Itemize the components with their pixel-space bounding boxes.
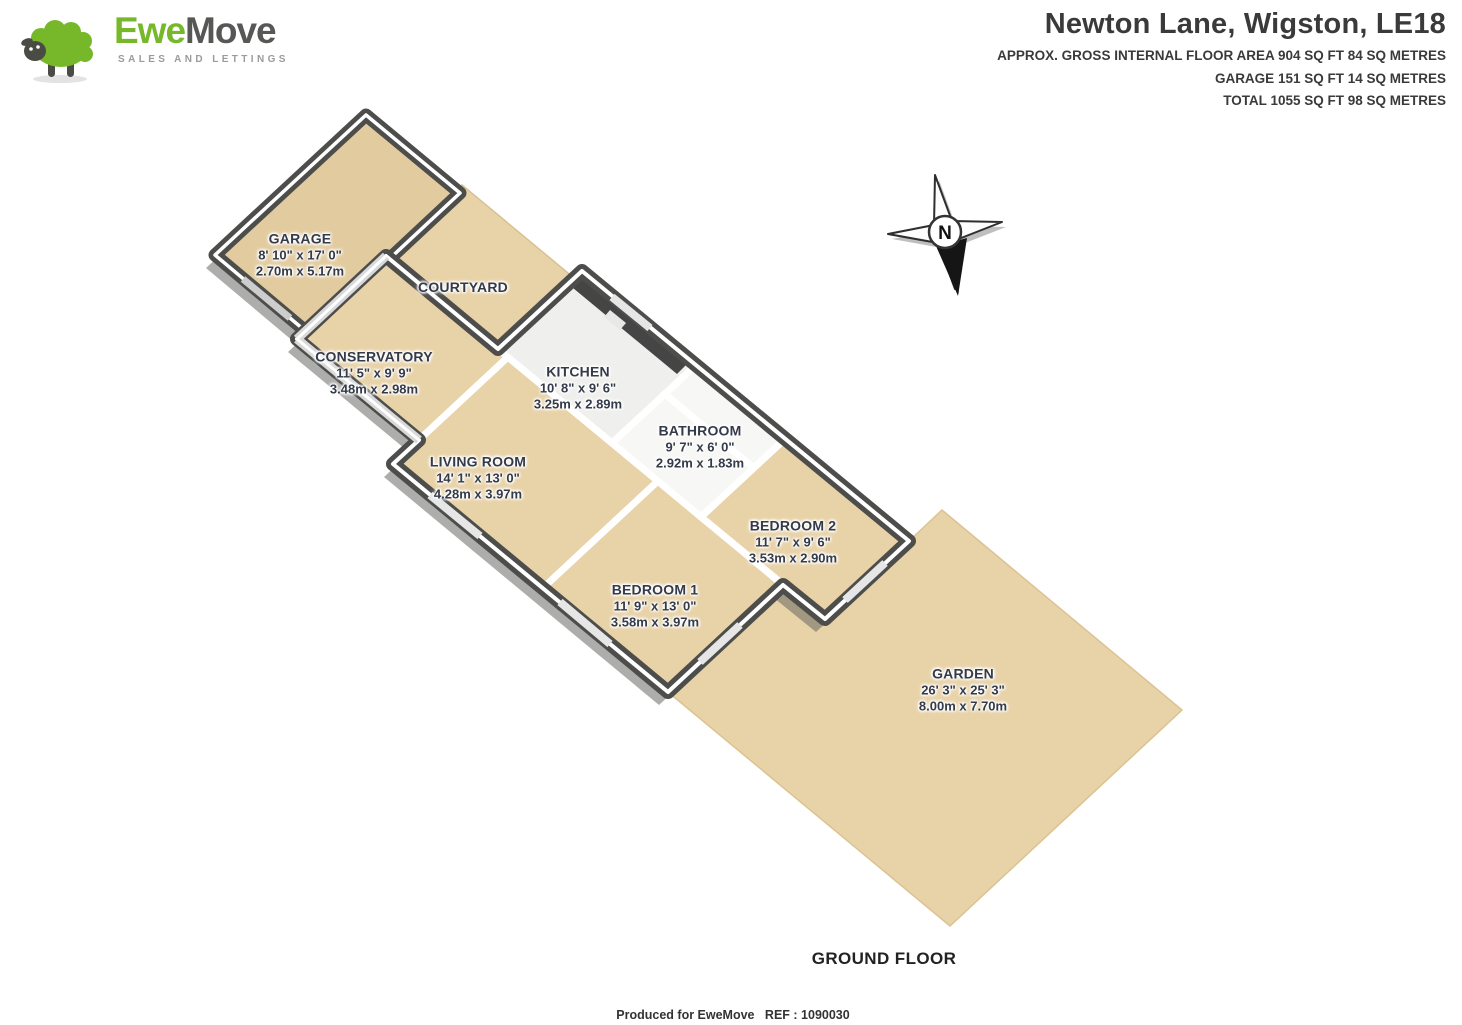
room-size-imperial: 14' 1" x 13' 0"	[436, 469, 520, 485]
window-icon	[609, 293, 653, 332]
room-name: BEDROOM 1	[611, 581, 699, 598]
room-size-imperial: 11' 9" x 13' 0"	[613, 597, 697, 613]
window-icon	[557, 598, 613, 648]
brand-ewe: Ewe	[114, 10, 186, 51]
ewemove-logo: EweMove SALES AND LETTINGS	[14, 6, 289, 86]
room-size-metric: 3.58m x 3.97m	[610, 614, 700, 630]
window-icon	[427, 491, 483, 540]
room-size-imperial: 11' 5" x 9' 9"	[336, 364, 412, 380]
room-size-metric: 3.25m x 2.89m	[533, 396, 623, 412]
room-label-courtyard: COURTYARD	[418, 279, 508, 296]
room-size-imperial: 10' 8" x 9' 6"	[539, 379, 617, 395]
brand-name: EweMove	[114, 12, 289, 49]
room-size-imperial: 26' 3" x 25' 3"	[921, 681, 1005, 697]
house-exterior-wall-top	[295, 254, 911, 694]
room-size-imperial: 11' 7" x 9' 6"	[755, 533, 831, 549]
compass-rose: N	[887, 174, 1006, 296]
room-label-bathroom: BATHROOM 9' 7" x 6' 0" 2.92m x 1.83m	[656, 422, 744, 472]
footer-text: Produced for EweMove REF : 1090030	[616, 1008, 850, 1022]
brand-move: Move	[185, 10, 277, 51]
room-name: KITCHEN	[546, 363, 610, 380]
room-name: CONSERVATORY	[315, 348, 433, 365]
room-label-bedroom-1: BEDROOM 1 11' 9" x 13' 0" 3.58m x 3.97m	[611, 581, 699, 631]
room-size-metric: 4.28m x 3.97m	[433, 486, 523, 502]
room-label-bedroom-2: BEDROOM 2 11' 7" x 9' 6" 3.53m x 2.90m	[749, 517, 837, 567]
room-size-metric: 2.70m x 5.17m	[255, 263, 345, 279]
area-garage-line: GARAGE 151 SQ FT 14 SQ METRES	[1214, 70, 1446, 86]
room-name: BEDROOM 2	[749, 517, 837, 534]
property-title: Newton Lane, Wigston, LE18	[1044, 8, 1446, 40]
room-name: GARAGE	[268, 230, 332, 247]
header: Newton Lane, Wigston, LE18 APPROX. GROSS…	[997, 8, 1446, 109]
window-icons	[427, 293, 888, 665]
floor-label: GROUND FLOOR	[811, 949, 957, 968]
kitchen-counter-icon	[573, 278, 687, 374]
room-name: LIVING ROOM	[429, 453, 527, 470]
garage-door-icon	[240, 276, 293, 321]
patio-door-icon	[842, 560, 888, 603]
kitchen-sink-icon	[604, 310, 626, 330]
area-summary-line: APPROX. GROSS INTERNAL FLOOR AREA 904 SQ…	[997, 48, 1446, 63]
area-total-line: TOTAL 1055 SQ FT 98 SQ METRES	[1223, 93, 1446, 109]
brand-tagline: SALES AND LETTINGS	[118, 54, 289, 65]
room-label-garage: GARAGE 8' 10" x 17' 0" 2.70m x 5.17m	[256, 230, 344, 280]
compass-hub	[927, 214, 963, 250]
room-name: COURTYARD	[418, 278, 508, 295]
room-label-kitchen: KITCHEN 10' 8" x 9' 6" 3.25m x 2.89m	[534, 363, 622, 413]
room-size-metric: 8.00m x 7.70m	[918, 698, 1008, 714]
compass-north-label: N	[938, 223, 952, 244]
conservatory-glazing-icon	[293, 252, 422, 444]
room-size-metric: 2.92m x 1.83m	[655, 455, 745, 471]
compass-needle	[936, 238, 967, 296]
sheep-icon	[21, 20, 93, 83]
window-icon	[697, 622, 743, 665]
room-size-imperial: 8' 10" x 17' 0"	[258, 246, 342, 262]
logo-text: EweMove SALES AND LETTINGS	[114, 6, 289, 65]
room-label-living-room: LIVING ROOM 14' 1" x 13' 0" 4.28m x 3.97…	[430, 453, 526, 503]
room-name: GARDEN	[932, 665, 994, 682]
room-size-metric: 3.53m x 2.90m	[748, 550, 838, 566]
room-size-imperial: 9' 7" x 6' 0"	[665, 438, 735, 454]
room-name: BATHROOM	[658, 422, 742, 439]
room-label-garden: GARDEN 26' 3" x 25' 3" 8.00m x 7.70m	[919, 665, 1007, 715]
room-size-metric: 3.48m x 2.98m	[329, 381, 419, 397]
room-label-conservatory: CONSERVATORY 11' 5" x 9' 9" 3.48m x 2.98…	[315, 348, 433, 398]
